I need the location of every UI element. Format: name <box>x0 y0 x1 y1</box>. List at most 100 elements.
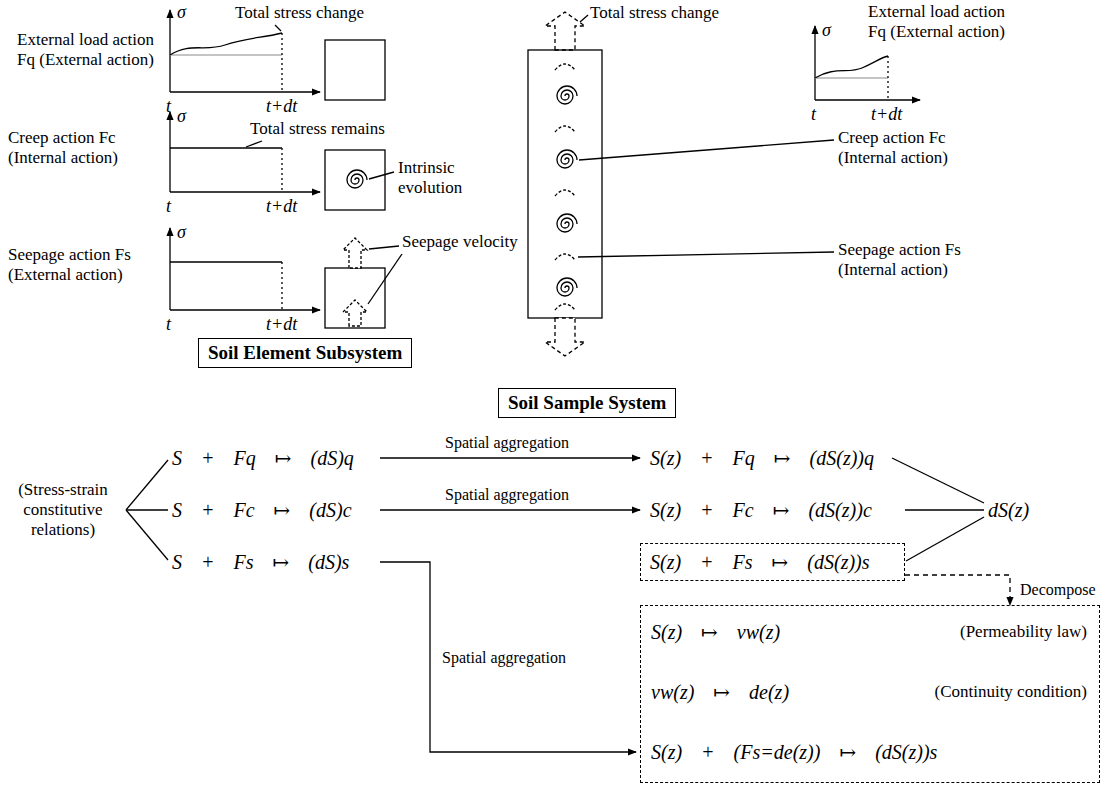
action-label: Creep action Fc (Internal action) <box>8 128 158 168</box>
creep-spiral <box>557 214 577 232</box>
axis-label: t+dt <box>871 104 902 124</box>
creep-spiral <box>347 170 367 188</box>
node-text: vw(z) ↦ de(z) <box>651 680 789 704</box>
time-marker <box>281 262 282 310</box>
reference-level <box>815 77 888 78</box>
annotation: Intrinsic evolution <box>398 158 483 198</box>
axis-label: t <box>811 104 816 124</box>
leader-line <box>368 254 402 304</box>
time-marker <box>887 56 888 100</box>
stress-curve <box>815 56 888 78</box>
leader-line <box>369 246 399 249</box>
seepage-mark <box>555 126 575 132</box>
stress-curve <box>170 147 282 148</box>
arrow-label: Spatial aggregation <box>445 485 569 505</box>
stress-axis <box>169 10 170 92</box>
reference-level <box>170 54 282 55</box>
leader-line <box>580 15 588 22</box>
seepage-mark <box>555 190 575 196</box>
system-box: Soil Sample System <box>498 388 676 418</box>
seepage-mark <box>555 64 575 70</box>
time-marker <box>281 148 282 192</box>
time-axis <box>170 191 320 192</box>
action-label: Seepage action Fs (Internal action) <box>838 240 988 280</box>
arrow-label: Spatial aggregation <box>445 433 569 453</box>
leader-line <box>275 25 281 31</box>
soil-sample <box>528 50 602 318</box>
creep-spiral <box>557 150 577 168</box>
stress-axis <box>814 26 815 100</box>
annotation: Total stress remains <box>250 119 385 139</box>
creep-spiral <box>557 86 577 104</box>
axis-label: t <box>166 96 171 116</box>
annotation: Total stress change <box>590 3 719 23</box>
node-text: (Permeability law) <box>960 622 1087 642</box>
node-text: S(z) + Fs ↦ (dS(z))s <box>650 550 895 574</box>
axis-label: σ <box>177 222 186 242</box>
axis-label: t+dt <box>266 196 297 216</box>
node-text: S(z) + (Fs=de(z)) ↦ (dS(z))s <box>651 740 937 764</box>
seepage-mark <box>555 254 575 260</box>
merge-line <box>892 458 984 503</box>
leader-line <box>578 252 834 257</box>
formula: S(z) + Fc ↦ (dS(z))c <box>650 498 872 522</box>
soil-element <box>325 40 385 100</box>
connector-label: Decompose <box>1020 580 1096 600</box>
action-label: Creep action Fc (Internal action) <box>838 128 988 168</box>
branch-line <box>126 460 168 510</box>
system-box: Soil Element Subsystem <box>198 338 412 368</box>
merge-line <box>906 517 984 561</box>
node-text: Soil Element Subsystem <box>208 342 402 364</box>
stress-curve <box>170 33 282 55</box>
arrow-label: Spatial aggregation <box>442 648 566 668</box>
node-text: Soil Sample System <box>508 392 666 414</box>
action-label: Seepage action Fs (External action) <box>8 245 158 285</box>
soil-element <box>325 268 385 328</box>
leader-line <box>369 172 394 179</box>
branch-line <box>126 510 168 560</box>
relation-label: (Stress-strain constitutive relations) <box>4 480 122 540</box>
axis-label: σ <box>177 2 186 22</box>
stress-arrow <box>545 318 585 356</box>
aggregation-arrow <box>380 562 636 752</box>
merge-line <box>905 509 984 510</box>
time-axis <box>170 91 320 92</box>
stress-curve <box>170 261 282 262</box>
axis-label: σ <box>822 20 831 40</box>
formula: S + Fq ↦ (dS)q <box>172 446 354 470</box>
formula: S(z) + Fq ↦ (dS(z))q <box>650 446 874 470</box>
leader-line <box>579 140 834 160</box>
decomposition-box: S(z) ↦ vw(z) (Permeability law) vw(z) ↦ de… <box>640 605 1100 783</box>
node-text: S(z) ↦ vw(z) <box>651 620 780 644</box>
time-axis <box>815 99 920 100</box>
seepage-mark <box>555 304 575 310</box>
action-label: External load action Fq (External action… <box>4 30 154 70</box>
leader-line <box>246 141 262 147</box>
creep-spiral <box>557 278 577 296</box>
time-marker <box>281 33 282 92</box>
formula: dS(z) <box>988 498 1029 522</box>
formula: S + Fs ↦ (dS)s <box>172 550 349 574</box>
branch-line <box>126 509 168 510</box>
node-text: (Continuity condition) <box>934 682 1087 702</box>
seepage-arrow <box>343 300 367 326</box>
axis-label: t+dt <box>266 314 297 334</box>
formula-box: S(z) + Fs ↦ (dS(z))s <box>640 543 905 581</box>
soil-element <box>325 150 385 210</box>
formula: S + Fc ↦ (dS)c <box>172 498 352 522</box>
seepage-arrow <box>343 238 367 268</box>
axis-label: t <box>166 314 171 334</box>
stress-axis <box>169 228 170 310</box>
dashed-connector <box>905 575 1010 605</box>
axis-label: t <box>166 196 171 216</box>
action-label: External load action Fq (External action… <box>855 2 1005 42</box>
axis-label: σ <box>177 106 186 126</box>
annotation: Total stress change <box>235 3 364 23</box>
aggregation-arrow <box>380 457 640 458</box>
axis-label: t+dt <box>266 96 297 116</box>
aggregation-arrow <box>380 509 640 510</box>
stress-axis <box>169 112 170 192</box>
stress-arrow <box>545 12 585 50</box>
annotation: Seepage velocity <box>402 232 518 252</box>
time-axis <box>170 309 320 310</box>
